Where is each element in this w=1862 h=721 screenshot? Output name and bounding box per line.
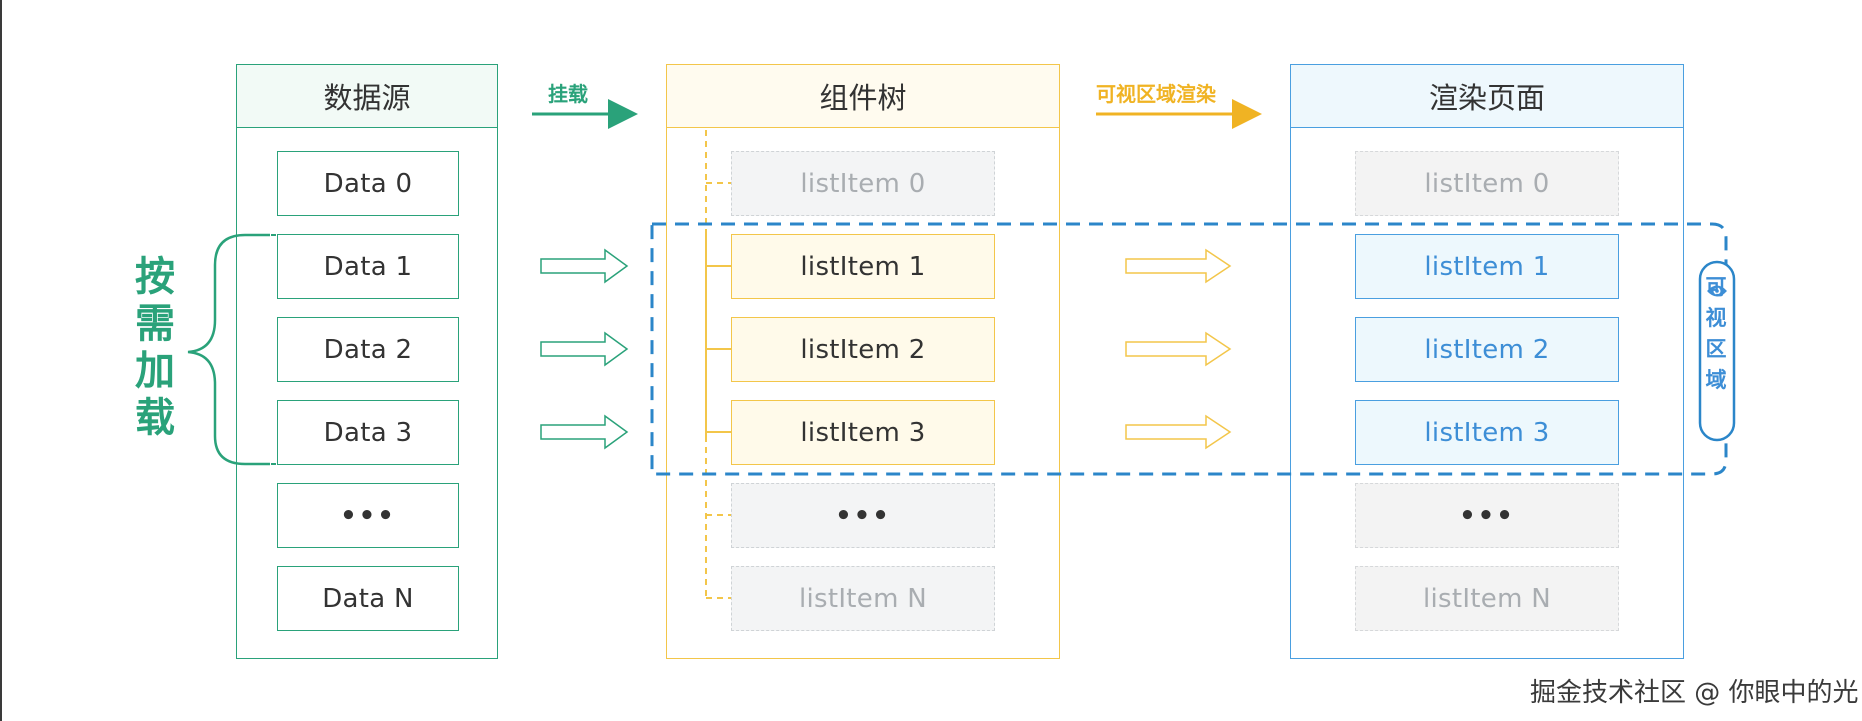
visible-render-label: 可视区域渲染: [1096, 82, 1216, 106]
hollow-arrow-green: [540, 248, 629, 450]
tree-item-ellipsis: •••: [731, 483, 995, 548]
tree-item-unmounted: listItem N: [731, 566, 995, 631]
render-item-offscreen: listItem 0: [1355, 151, 1619, 216]
render-item-ellipsis: •••: [1355, 483, 1619, 548]
data-item: Data 2: [277, 317, 459, 382]
data-item: Data N: [277, 566, 459, 631]
data-item-ellipsis: •••: [277, 483, 459, 548]
data-item: Data 1: [277, 234, 459, 299]
visible-area-pill: [1698, 260, 1736, 442]
visible-area-box: [650, 222, 1728, 476]
tree-item-mounted: listItem 1: [731, 234, 995, 299]
render-item-visible: listItem 3: [1355, 400, 1619, 465]
on-demand-loading-label: 按需加载: [135, 254, 175, 441]
render-page-title: 渲染页面: [1291, 65, 1683, 128]
data-item: Data 3: [277, 400, 459, 465]
visible-area-label: 可视区域: [1705, 275, 1727, 392]
tree-item-mounted: listItem 2: [731, 317, 995, 382]
render-page-panel: 渲染页面: [1290, 64, 1684, 659]
tree-item-unmounted: listItem 0: [731, 151, 995, 216]
data-source-title: 数据源: [237, 65, 497, 128]
data-item: Data 0: [277, 151, 459, 216]
on-demand-brace: [187, 233, 270, 466]
component-tree-panel: 组件树: [666, 64, 1060, 659]
tree-item-mounted: listItem 3: [731, 400, 995, 465]
left-edge-line: [0, 0, 2, 721]
component-tree-title: 组件树: [667, 65, 1059, 128]
mount-label: 挂载: [548, 82, 588, 106]
render-item-visible: listItem 2: [1355, 317, 1619, 382]
eye-icon: [1707, 285, 1727, 297]
render-item-visible: listItem 1: [1355, 234, 1619, 299]
hollow-arrow-yellow: [1125, 248, 1232, 450]
data-source-panel: 数据源: [236, 64, 498, 659]
watermark: 掘金技术社区 @ 你眼中的光: [1530, 678, 1859, 708]
render-item-offscreen: listItem N: [1355, 566, 1619, 631]
